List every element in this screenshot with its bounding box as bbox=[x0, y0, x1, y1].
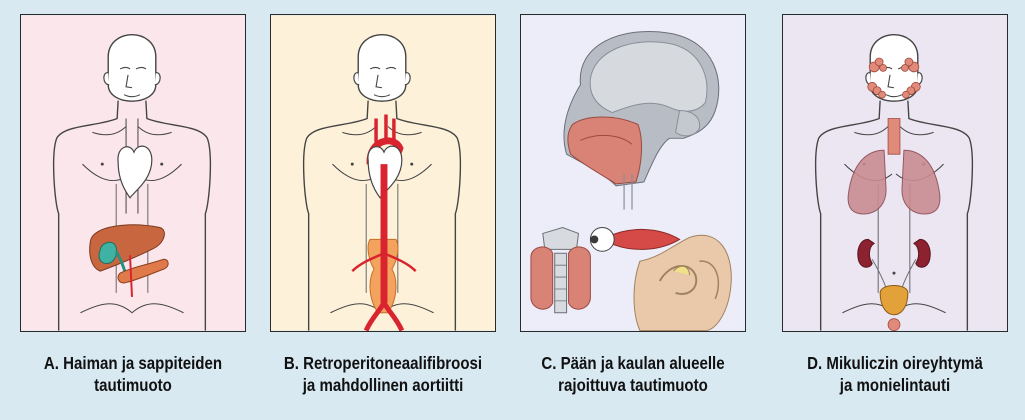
head-neck-illustration bbox=[521, 15, 745, 331]
caption-c: C. Pään ja kaulan alueelle rajoittuva ta… bbox=[526, 352, 741, 396]
panel-c-illustration bbox=[520, 14, 746, 332]
prostate bbox=[888, 319, 900, 331]
caption-b: B. Retroperitoneaalifibroosi ja mahdolli… bbox=[276, 352, 491, 396]
gallbladder bbox=[99, 242, 116, 263]
aorta-fibrosis-body-illustration bbox=[271, 15, 495, 331]
caption-d: D. Mikuliczin oireyhtymä ja monielintaut… bbox=[788, 352, 1003, 396]
multiorgan-body-illustration bbox=[783, 15, 1007, 331]
pancreas-biliary-body-illustration bbox=[21, 15, 245, 331]
panel-b-illustration bbox=[270, 14, 496, 332]
trachea bbox=[555, 253, 567, 312]
caption-a: A. Haiman ja sappiteiden tautimuoto bbox=[26, 352, 241, 396]
panel-d-illustration bbox=[782, 14, 1008, 332]
panel-a-illustration bbox=[20, 14, 246, 332]
